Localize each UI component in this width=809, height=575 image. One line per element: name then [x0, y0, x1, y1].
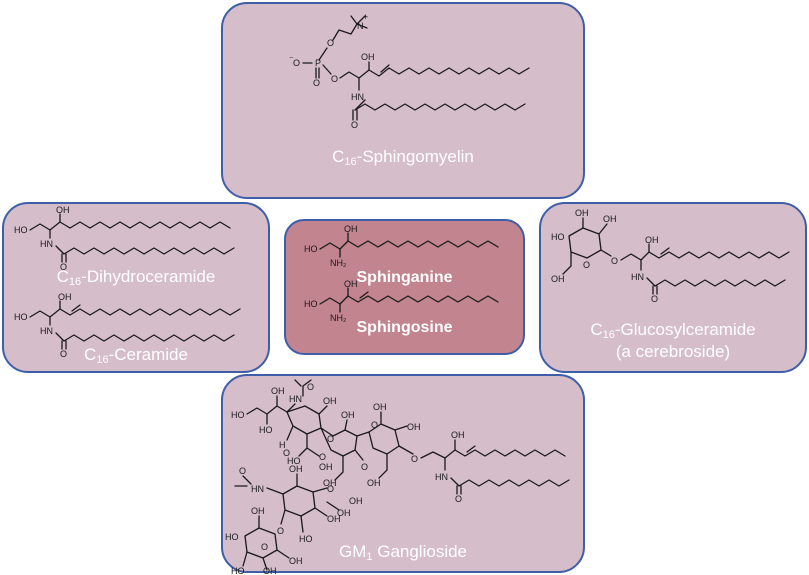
- atom-label: OH: [367, 478, 381, 488]
- atom-label: HO: [299, 534, 313, 544]
- sphinganine-structure: HO OH NH₂: [304, 224, 499, 268]
- atom-label: OH: [341, 410, 355, 420]
- ganglioside-panel: HO HO OH HN O OH H O HO O OH O OH O O: [221, 374, 585, 575]
- atom-label: O: [411, 454, 418, 464]
- sphingomyelin-panel: N + O P O ⁻ O O OH HN O C16-Sphingomyeli…: [221, 2, 585, 199]
- atom-label: NH₂: [330, 258, 347, 268]
- atom-label: HO: [304, 299, 318, 309]
- atom-label: OH: [56, 205, 70, 215]
- atom-label: O: [327, 434, 334, 444]
- atom-label: O: [611, 256, 618, 266]
- atom-label: OH: [349, 496, 363, 506]
- atom-label: OH: [361, 52, 375, 62]
- atom-label: HO: [14, 225, 28, 235]
- atom-label: OH: [373, 402, 387, 412]
- atom-label: HN: [351, 92, 364, 102]
- atom-label: O: [455, 494, 462, 504]
- atom-label: OH: [575, 208, 589, 218]
- atom-label: OH: [271, 386, 285, 396]
- sphingomyelin-structure: N + O P O ⁻ O O OH HN O: [289, 12, 530, 130]
- atom-label: O: [331, 74, 338, 84]
- atom-label: OH: [323, 396, 337, 406]
- ceramide-structure: HO OH HN O: [14, 292, 241, 359]
- atom-label: OH: [344, 279, 358, 289]
- atom-label: OH: [289, 556, 303, 566]
- atom-label: OH: [251, 506, 265, 516]
- atom-label: O: [327, 484, 334, 494]
- atom-label: HO: [231, 410, 245, 420]
- atom-label: HN: [251, 484, 264, 494]
- sphingosine-structure: HO OH NH₂: [304, 279, 499, 323]
- ceramide-label: C16-Ceramide: [84, 345, 188, 366]
- atom-label: +: [363, 12, 368, 22]
- cerebroside-label: (a cerebroside): [615, 342, 731, 361]
- atom-label: OH: [323, 478, 337, 488]
- atom-label: O: [371, 420, 378, 430]
- sphingomyelin-label: C16-Sphingomyelin: [332, 147, 474, 168]
- atom-label: N: [357, 21, 364, 31]
- atom-label: OH: [451, 430, 465, 440]
- atom-label: HN: [435, 472, 448, 482]
- atom-label: HN: [631, 272, 644, 282]
- atom-label: HN: [289, 394, 302, 404]
- atom-label: O: [307, 382, 314, 392]
- atom-label: OH: [327, 514, 341, 524]
- atom-label: OH: [603, 214, 617, 224]
- atom-label: O: [261, 542, 268, 552]
- atom-label: O: [651, 294, 658, 304]
- atom-label: O: [60, 262, 67, 272]
- ganglioside-label: GM1 Ganglioside: [338, 542, 468, 563]
- atom-label: O: [239, 466, 246, 476]
- atom-label: O: [361, 462, 368, 472]
- atom-label: OH: [344, 224, 358, 234]
- atom-label: ⁻: [289, 54, 294, 64]
- sphinganine-label: Sphinganine: [356, 269, 453, 286]
- atom-label: HO: [225, 532, 239, 542]
- atom-label: OH: [645, 235, 659, 245]
- atom-label: HO: [304, 244, 318, 254]
- atom-label: O: [293, 58, 300, 68]
- atom-label: HN: [40, 326, 53, 336]
- atom-label: OH: [551, 274, 565, 284]
- atom-label: OH: [337, 508, 351, 518]
- atom-label: O: [60, 349, 67, 359]
- glucosylceramide-panel: HO OH OH OH O O OH HN O C16-Glucosylcera…: [539, 202, 807, 373]
- atom-label: OH: [407, 422, 421, 432]
- dihydroceramide-label: C16-Dihydroceramide: [56, 267, 216, 288]
- atom-label: O: [583, 260, 590, 270]
- atom-label: HO: [14, 312, 28, 322]
- atom-label: O: [277, 526, 284, 536]
- atom-label: OH: [58, 292, 72, 302]
- atom-label: O: [283, 448, 290, 458]
- atom-label: O: [313, 78, 320, 88]
- sphingoid-base-panel: HO OH NH₂ Sphinganine HO OH NH₂ Sphingos…: [284, 219, 525, 355]
- gm1-ganglioside-structure: HO HO OH HN O OH H O HO O OH O OH O O: [225, 379, 570, 575]
- atom-label: O: [327, 38, 334, 48]
- atom-label: HO: [231, 566, 245, 575]
- atom-label: O: [351, 120, 358, 130]
- glucosylceramide-label: C16-Glucosylceramide: [590, 320, 756, 341]
- atom-label: HO: [551, 232, 565, 242]
- atom-label: OH: [263, 566, 277, 575]
- atom-label: O: [319, 452, 326, 462]
- atom-label: HO: [287, 456, 301, 466]
- atom-label: P: [315, 58, 321, 68]
- ceramide-panel: HO OH HN O C16-Dihydroceramide HO OH HN …: [2, 202, 270, 373]
- atom-label: HO: [259, 425, 273, 435]
- atom-label: OH: [319, 462, 333, 472]
- atom-label: HN: [40, 239, 53, 249]
- atom-label: H: [279, 440, 286, 450]
- atom-label: NH₂: [330, 313, 347, 323]
- atom-label: OH: [289, 464, 303, 474]
- glucosylceramide-structure: HO OH OH OH O O OH HN O: [551, 208, 790, 304]
- sphingosine-label: Sphingosine: [356, 319, 453, 336]
- dihydroceramide-structure: HO OH HN O: [14, 205, 235, 272]
